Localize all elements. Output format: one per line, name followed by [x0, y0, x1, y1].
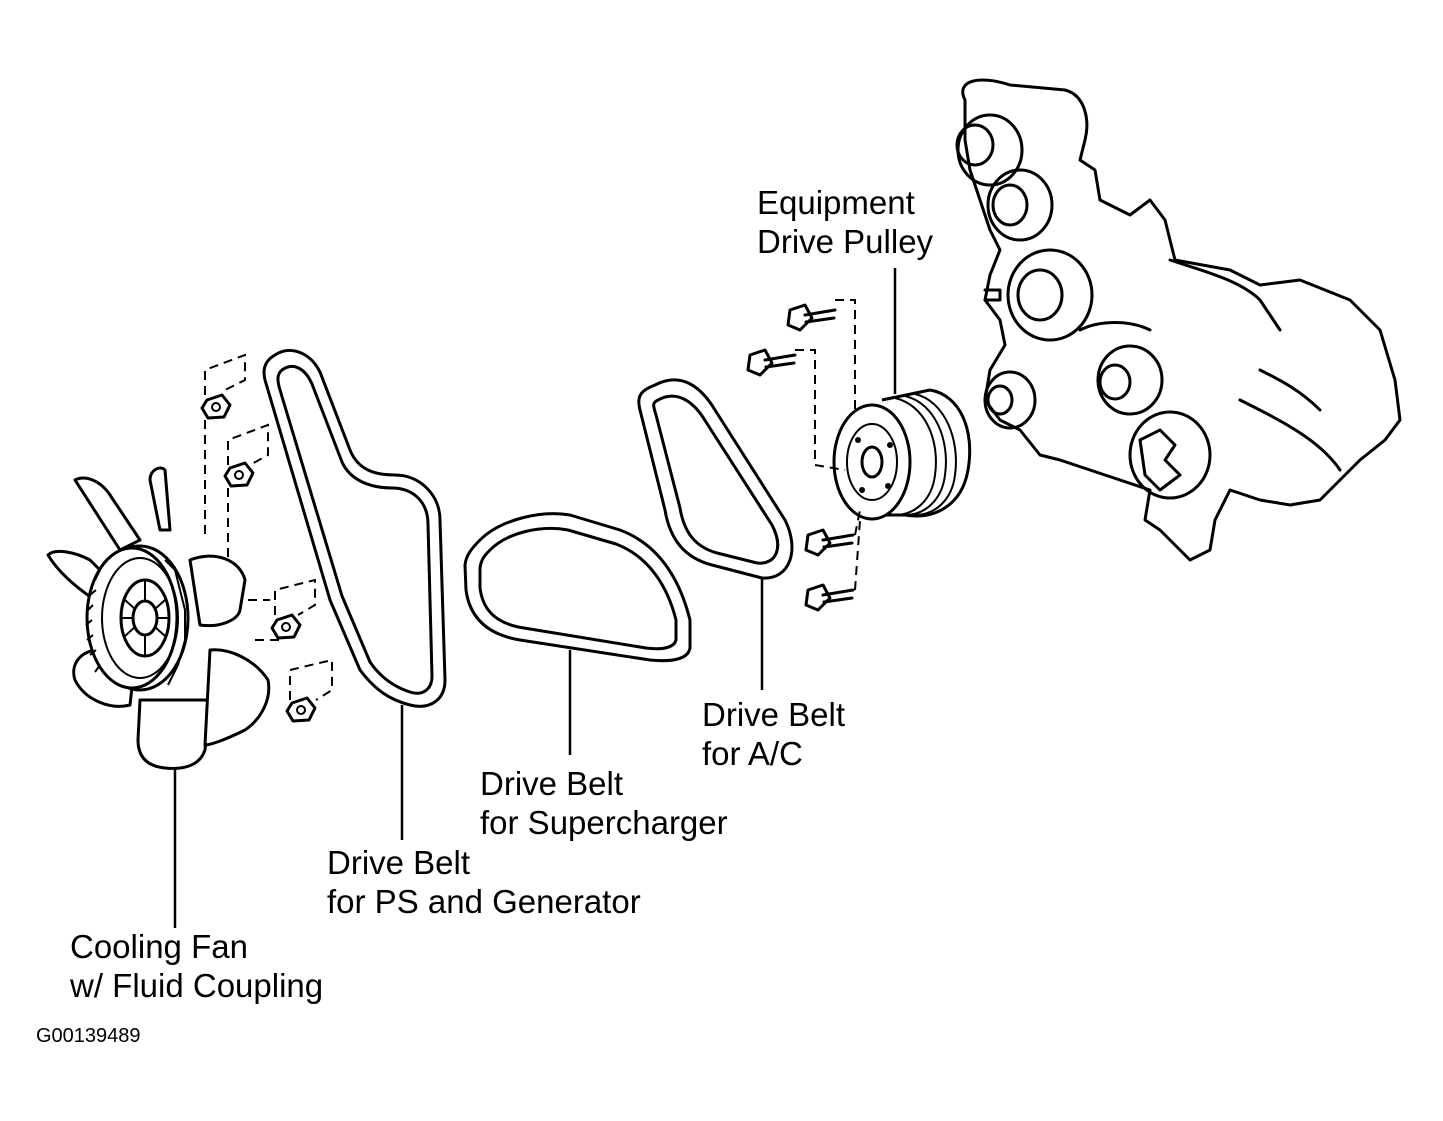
equipment-drive-pulley	[832, 388, 972, 521]
label-line: for A/C	[702, 735, 803, 772]
label-equipment-drive-pulley: Equipment Drive Pulley	[757, 183, 933, 261]
leader-lines	[173, 268, 897, 928]
engine-front-cover	[955, 78, 1402, 562]
label-line: Drive Belt	[480, 765, 624, 802]
label-line: for PS and Generator	[327, 883, 641, 920]
label-line: Cooling Fan	[70, 928, 248, 965]
drive-belt-ac	[637, 378, 794, 580]
drive-belt-supercharger	[463, 512, 692, 663]
figure-id: G00139489	[36, 1025, 141, 1047]
label-drive-belt-supercharger: Drive Belt for Supercharger	[480, 764, 728, 842]
pulley-bolts	[746, 299, 861, 612]
label-line: Equipment	[757, 184, 915, 221]
label-line: Drive Belt	[327, 844, 471, 881]
label-drive-belt-ac: Drive Belt for A/C	[702, 695, 845, 773]
fan-nuts	[200, 353, 333, 723]
drive-belt-ps-generator	[262, 349, 447, 708]
label-drive-belt-ps-generator: Drive Belt for PS and Generator	[327, 843, 641, 921]
label-line: Drive Belt	[702, 696, 846, 733]
cooling-fan	[46, 466, 271, 770]
label-cooling-fan: Cooling Fan w/ Fluid Coupling	[70, 927, 323, 1005]
label-line: w/ Fluid Coupling	[70, 967, 324, 1004]
label-line: Drive Pulley	[757, 223, 934, 260]
label-line: for Supercharger	[480, 804, 728, 841]
